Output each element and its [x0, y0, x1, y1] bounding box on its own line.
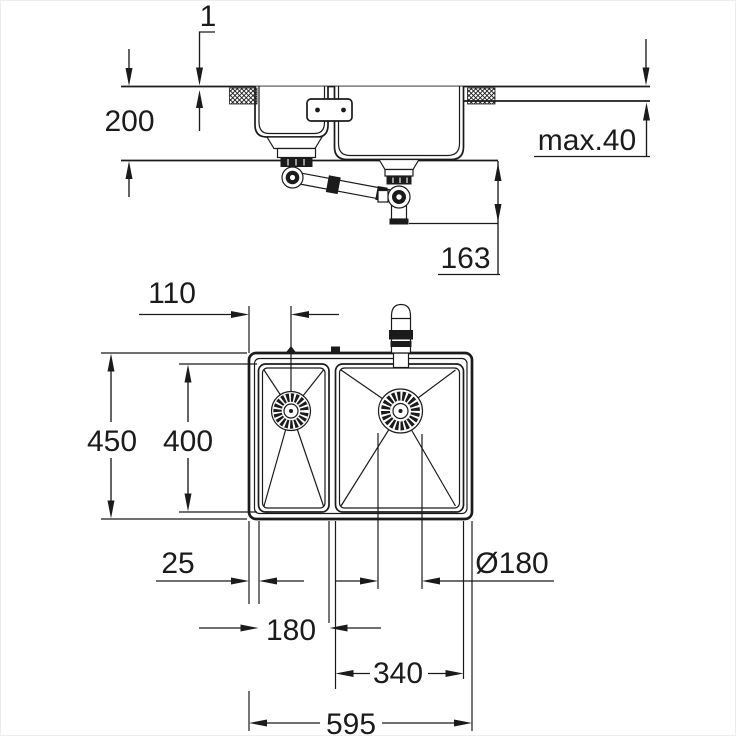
arrowhead-down	[107, 500, 115, 519]
dim-right-bowl-width-label: 340	[373, 657, 423, 690]
arrowhead-left	[249, 719, 267, 727]
left-ball-center	[289, 174, 296, 181]
left-bowl-plan-inner	[261, 367, 326, 509]
arrowhead-down	[196, 67, 203, 86]
right-clamp-hatch	[467, 87, 496, 105]
arrowhead-up	[196, 90, 203, 108]
dim-bowl-depth: 200	[104, 49, 155, 197]
right-drain-knurl-ticks	[381, 391, 420, 431]
right-ball-socket	[377, 189, 389, 203]
right-bowl-section-inner	[337, 86, 461, 157]
arrowhead-right	[231, 311, 249, 318]
dim-drain-diameter: Ø180	[335, 547, 554, 585]
dim-bowl-length-label: 400	[163, 425, 213, 458]
divider-rim-mark	[331, 346, 340, 353]
arrowhead-left	[422, 577, 440, 585]
arrowhead-up	[643, 102, 650, 121]
arrowhead-right	[240, 624, 259, 632]
dim-bowl-length: 400	[163, 363, 257, 513]
arrowhead-left	[329, 624, 348, 632]
knob-base	[392, 352, 410, 369]
right-drain-body	[384, 168, 414, 177]
left-bowl-section-inner	[258, 86, 326, 135]
left-drain-knurl-ticks	[273, 393, 309, 429]
waste-control-knob	[389, 303, 413, 369]
arrowhead-up	[125, 161, 133, 179]
arrowhead-up	[494, 163, 502, 181]
dim-drain-offset-label: 110	[148, 277, 196, 310]
dim-drain-drop: 163	[409, 161, 502, 276]
arrowhead-down	[184, 493, 192, 512]
dim-overall-width-label: 595	[326, 708, 376, 737]
dim-right-bowl-width: 340	[335, 657, 464, 690]
dim-rim-height-label: 1	[200, 1, 217, 33]
arrowhead-left	[291, 311, 309, 318]
pipe-coupling-nut	[325, 175, 341, 195]
lower-extension-lines	[248, 433, 473, 731]
left-clamp-hatch	[229, 87, 258, 105]
right-drain-assembly	[377, 158, 421, 225]
dim-overall-width: 595	[249, 708, 472, 737]
left-drain-center-dot	[289, 409, 293, 413]
arrowhead-down	[125, 68, 133, 86]
dim-drain-offset: 110	[139, 277, 339, 353]
dim-left-bowl-width: 180	[199, 614, 381, 647]
arrowhead-right	[360, 577, 378, 585]
right-bowl-section-outer	[333, 86, 465, 161]
dim-bowl-depth-label: 200	[104, 105, 154, 138]
arrowhead-right	[454, 719, 472, 727]
dim-edge-to-bowl-label: 25	[161, 547, 194, 580]
left-drain-body	[276, 147, 317, 159]
arrowhead-down	[642, 67, 650, 86]
dim-left-bowl-width-label: 180	[266, 614, 316, 647]
arrowhead-left	[335, 670, 354, 677]
right-outlet-collar	[389, 218, 409, 225]
right-drain-flange	[377, 158, 421, 171]
sink-inner-rim	[253, 357, 468, 515]
arrowhead-up	[184, 364, 192, 383]
dim-drain-diameter-label: Ø180	[475, 547, 548, 580]
dim-drain-drop-label: 163	[440, 242, 490, 275]
right-drain-knurl-nut	[386, 176, 412, 185]
plan-view: 110 450 400	[87, 277, 554, 737]
knob-band-lower	[390, 341, 412, 347]
dim-rim-height: 1	[196, 1, 216, 131]
dim-counter-thickness: max.40	[534, 39, 650, 158]
dim-outer-depth-label: 450	[87, 425, 137, 458]
left-drain-assembly	[265, 136, 324, 189]
arrowhead-left	[259, 577, 277, 585]
right-drain-plan	[377, 388, 424, 434]
right-ball-center	[396, 194, 402, 200]
left-drain-flange	[265, 136, 324, 150]
bracket-screw-left	[315, 107, 320, 113]
right-drain-center-dot	[398, 409, 403, 413]
knob-body	[390, 303, 412, 354]
bracket-screw-right	[341, 107, 346, 113]
section-view: 1 200 max.40 16	[104, 1, 650, 276]
arrowhead-up	[107, 353, 115, 372]
left-drain-plan	[270, 390, 312, 432]
knob-band-upper	[389, 330, 413, 340]
dim-leader	[198, 31, 215, 68]
arrowhead-down	[494, 204, 502, 222]
dim-counter-thickness-label: max.40	[538, 124, 636, 157]
right-bowl-plan-outer	[334, 363, 465, 513]
arrowhead-right	[231, 577, 249, 585]
arrowhead-right	[445, 670, 464, 677]
mounting-bracket	[306, 98, 353, 122]
dim-edge-to-bowl: 25	[156, 547, 304, 585]
dim-outer-depth: 450	[87, 352, 247, 520]
centerline-rim-mark	[285, 346, 297, 353]
